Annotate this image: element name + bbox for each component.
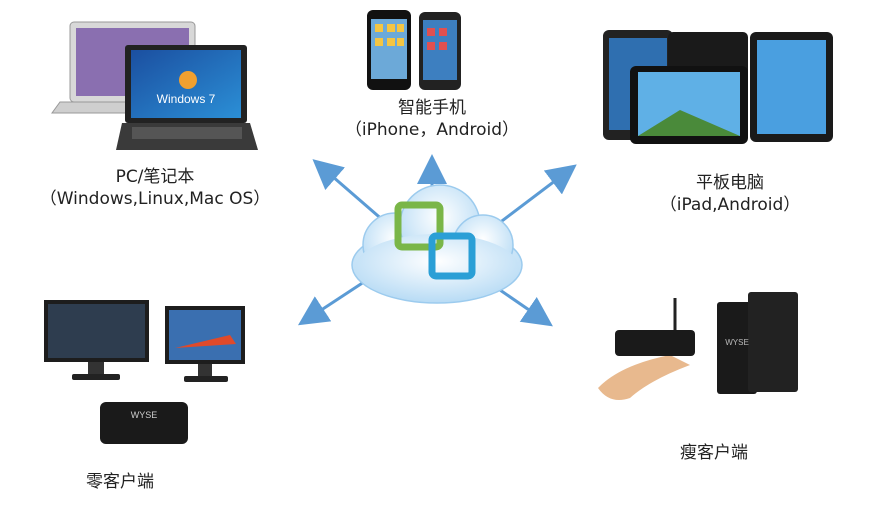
pc-label-os: （Windows,Linux,Mac OS） [39,189,271,209]
thin-client-icon: WYSE [598,292,798,401]
pc-label-title: PC/笔记本 [115,167,195,187]
thin-client-label-title: 瘦客户端 [680,443,748,463]
phone-label-os: （iPhone，Android） [344,120,520,140]
arrow-to-tablet [489,164,577,232]
phone-label: 智能手机 （iPhone，Android） [322,97,542,141]
tablet-icon [603,30,833,144]
thin-client-label: 瘦客户端 [654,442,774,464]
tablet-label: 平板电脑 （iPad,Android） [620,172,840,216]
phone-label-title: 智能手机 [398,98,466,118]
arrow-to-pc [312,159,386,224]
smartphone-icon [367,10,461,90]
thin-client-brand: WYSE [725,338,749,347]
zero-client-label: 零客户端 [60,471,180,493]
windows-screen-text: Windows 7 [157,92,216,106]
arrow-to-zero-client [297,276,371,326]
zero-client-brand: WYSE [131,410,158,420]
cloud-vmware-icon [351,184,523,304]
zero-client-label-title: 零客户端 [86,472,154,492]
zero-client-icon: WYSE [44,300,245,444]
laptop-icon: Windows 7 [51,21,258,150]
tablet-label-title: 平板电脑 [696,173,764,193]
arrow-to-thin-client [499,288,553,327]
tablet-label-os: （iPad,Android） [659,195,801,215]
pc-label: PC/笔记本 （Windows,Linux,Mac OS） [20,166,290,210]
